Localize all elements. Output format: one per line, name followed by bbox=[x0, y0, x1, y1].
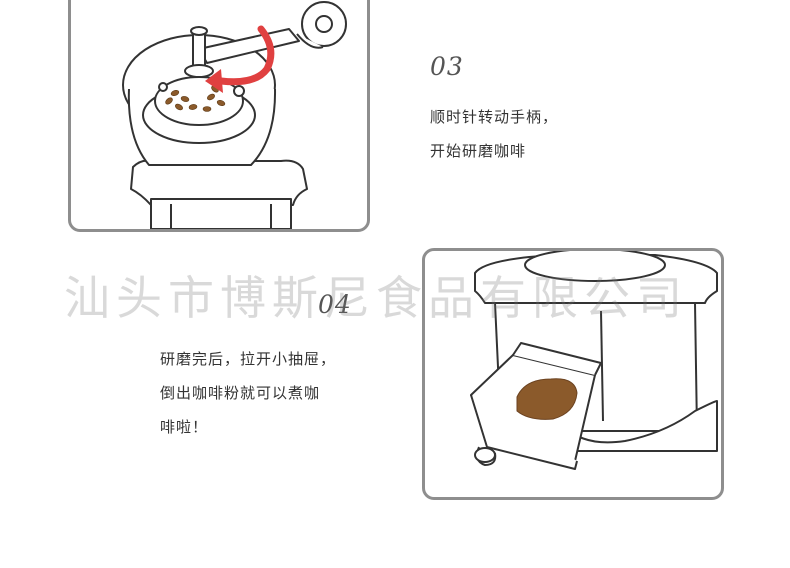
step-4-line-3: 啡啦！ bbox=[160, 418, 209, 436]
step-3-line-2: 开始研磨咖啡 bbox=[430, 142, 527, 160]
coffee-grinder-drawer-illustration bbox=[470, 251, 718, 470]
grinder-drawer-panel bbox=[422, 248, 724, 500]
coffee-grinder-top-illustration bbox=[122, 1, 347, 229]
step-4-line-2: 倒出咖啡粉就可以煮咖 bbox=[160, 384, 321, 402]
grinder-top-panel bbox=[68, 0, 370, 232]
rotate-arrow-icon bbox=[205, 25, 275, 93]
step-3-number: 03 bbox=[430, 52, 464, 81]
step-4-number: 04 bbox=[318, 290, 352, 319]
step-3-line-1: 顺时针转动手柄， bbox=[430, 108, 559, 126]
step-3-description: 顺时针转动手柄， 开始研磨咖啡 bbox=[430, 100, 650, 168]
step-4-line-1: 研磨完后，拉开小抽屉， bbox=[160, 350, 337, 368]
step-4-description: 研磨完后，拉开小抽屉， 倒出咖啡粉就可以煮咖 啡啦！ bbox=[160, 342, 380, 444]
